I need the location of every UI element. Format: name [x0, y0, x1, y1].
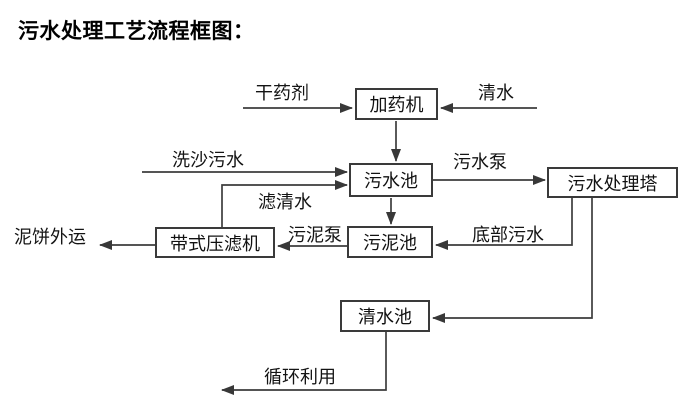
edge-label-sludge-pump: 污泥泵 [288, 225, 342, 245]
edge-label-sewage-pump: 污水泵 [453, 152, 507, 172]
edge-label-recycle-use: 循环利用 [264, 367, 336, 387]
edge-label-bottom-sewage: 底部污水 [472, 225, 544, 245]
edge-label-mud-cake-transport-out: 泥饼外运 [14, 227, 86, 247]
node-belt-filter-press: 带式压滤机 [155, 227, 275, 258]
arrow-recycle-use [221, 332, 387, 395]
node-sewage-treatment-tower-label: 污水处理塔 [567, 173, 658, 194]
node-clear-water-pool-label: 清水池 [358, 307, 412, 327]
edge-label-clear-water: 清水 [478, 83, 514, 103]
arrow-bottom-sewage-to-sludge-pool [435, 198, 573, 250]
node-sewage-treatment-tower: 污水处理塔 [547, 167, 678, 198]
node-dosing-machine-label: 加药机 [369, 95, 424, 115]
node-dosing-machine: 加药机 [355, 88, 438, 120]
node-sewage-pool-label: 污水池 [364, 171, 418, 191]
edge-label-sand-washing-sewage: 洗沙污水 [172, 150, 244, 170]
arrow-tower-to-clear-water-pool [432, 198, 593, 323]
arrow-filtered-water-to-sewage-pool [221, 180, 348, 227]
edge-label-filtered-water: 滤清水 [258, 192, 312, 212]
node-sludge-pool-label: 污泥池 [363, 233, 417, 253]
node-clear-water-pool: 清水池 [340, 300, 430, 332]
diagram-title: 污水处理工艺流程框图： [18, 20, 255, 43]
node-sewage-pool: 污水池 [349, 163, 433, 197]
edge-label-dry-chemical: 干药剂 [255, 83, 309, 103]
node-sludge-pool: 污泥池 [347, 226, 433, 258]
node-belt-filter-press-label: 带式压滤机 [170, 233, 260, 254]
